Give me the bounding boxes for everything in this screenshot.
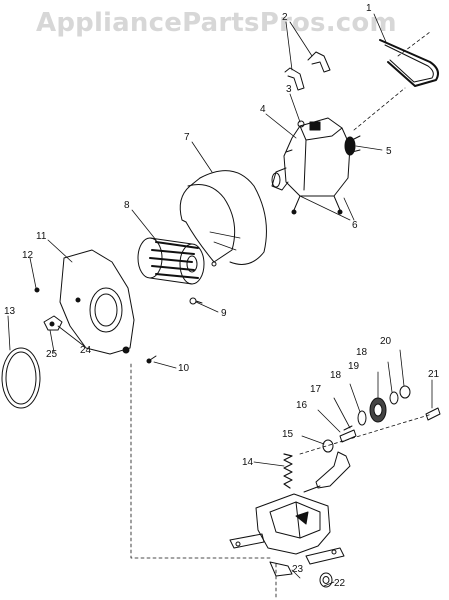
callout-18b: 18 [356,347,368,358]
assembly-line [299,413,433,455]
pulley-nut [399,385,411,399]
callout-21: 21 [428,369,440,380]
blower-cover-clip [43,315,63,331]
callout-16: 16 [296,400,308,411]
callout-3: 3 [286,84,292,95]
idler-washer [357,410,367,426]
idler-arm [303,451,351,493]
callout-22: 22 [334,578,346,589]
callout-20: 20 [380,336,392,347]
housing-screw [189,297,203,305]
idler-bolt [425,407,441,421]
callout-19: 19 [348,361,360,372]
callout-7: 7 [184,132,190,143]
callout-4: 4 [260,104,266,115]
callout-5: 5 [386,146,392,157]
callout-23: 23 [292,564,304,575]
blower-housing [179,170,267,267]
idler-washer [389,391,399,405]
cover-screw [34,287,40,293]
callout-12: 12 [22,250,34,261]
callout-8: 8 [124,200,130,211]
motor-screw [297,120,305,128]
callout-18a: 18 [330,370,342,381]
callout-17: 17 [310,384,322,395]
motor-clips [284,51,331,91]
idler-pin [339,429,357,443]
callout-11: 11 [36,231,47,242]
blower-cover-plate [59,249,135,355]
idler-pulley [369,397,387,423]
callout-14: 14 [242,457,254,468]
motor-pulley [344,135,361,156]
idler-nut [322,439,334,453]
callout-10: 10 [178,363,190,374]
bracket-nut [319,572,333,588]
callout-25: 25 [46,349,58,360]
callout-1: 1 [366,3,372,14]
callout-2: 2 [282,12,288,23]
leader-lines [7,13,433,587]
callout-labels: 1 2 3 4 5 6 7 8 9 10 11 12 13 14 15 16 1… [4,3,440,589]
drive-belt [379,39,439,87]
idler-shaft [343,425,353,431]
callout-15: 15 [282,429,294,440]
assembly-line [353,87,406,131]
callout-6: 6 [352,220,358,231]
callout-13: 13 [4,306,16,317]
assembly-line [130,363,271,559]
blower-wheel [137,237,205,285]
idler-spring [283,453,293,489]
callout-9: 9 [221,308,227,319]
callout-24: 24 [80,345,92,356]
assembly-line [397,31,431,57]
blower-seal-ring [1,347,41,409]
drive-motor [271,117,351,215]
idler-bracket [229,493,345,577]
blower-screw [146,355,157,364]
watermark: AppliancePartsPros.com [36,8,397,38]
